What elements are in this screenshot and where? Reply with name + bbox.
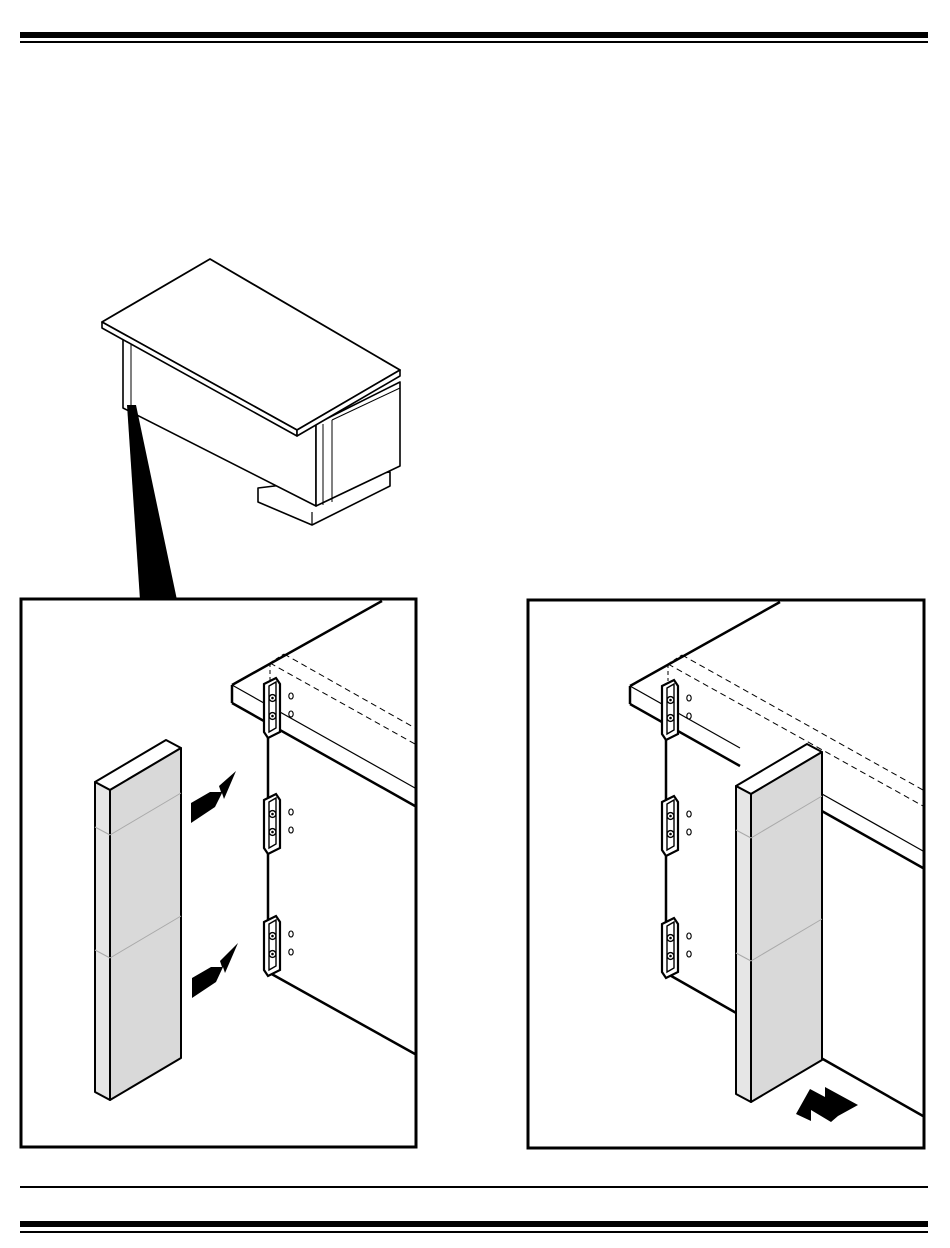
callout-pointer (127, 405, 177, 600)
footer-rule (20, 1186, 928, 1233)
detail-panel-left (21, 599, 416, 1147)
header-rule (20, 32, 928, 43)
detail-panel-right (528, 600, 924, 1148)
end-panel-loose (95, 740, 181, 1100)
end-panel-installed (736, 744, 822, 1102)
